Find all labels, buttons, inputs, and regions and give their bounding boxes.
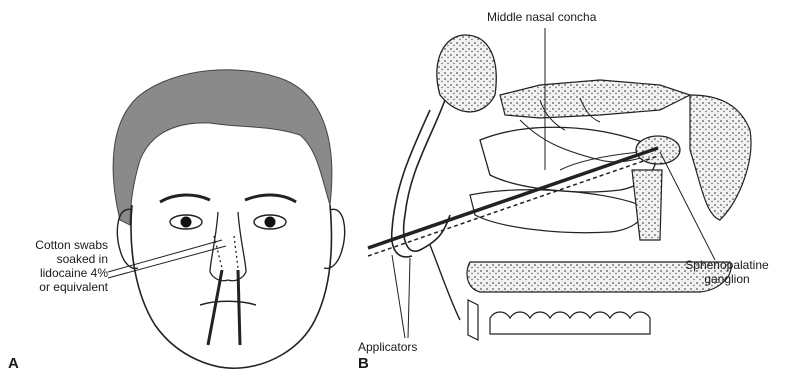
cotton-swabs-line-1: Cotton swabs (12, 238, 108, 252)
panel-letter-b: B (358, 355, 369, 372)
sphenopalatine-line-2: ganglion (672, 272, 782, 286)
sphenopalatine-line-1: Sphenopalatine (672, 258, 782, 272)
cotton-swabs-line-4: or equivalent (12, 280, 108, 294)
panel-letter-a: A (8, 355, 19, 372)
cotton-swabs-line-2: soaked in (12, 252, 108, 266)
applicators-label: Applicators (358, 340, 417, 354)
cotton-swabs-line-3: lidocaine 4% (12, 266, 108, 280)
cotton-swabs-label: Cotton swabs soaked in lidocaine 4% or e… (12, 238, 108, 294)
middle-nasal-concha-label: Middle nasal concha (487, 10, 596, 24)
sphenopalatine-ganglion-label: Sphenopalatine ganglion (672, 258, 782, 286)
